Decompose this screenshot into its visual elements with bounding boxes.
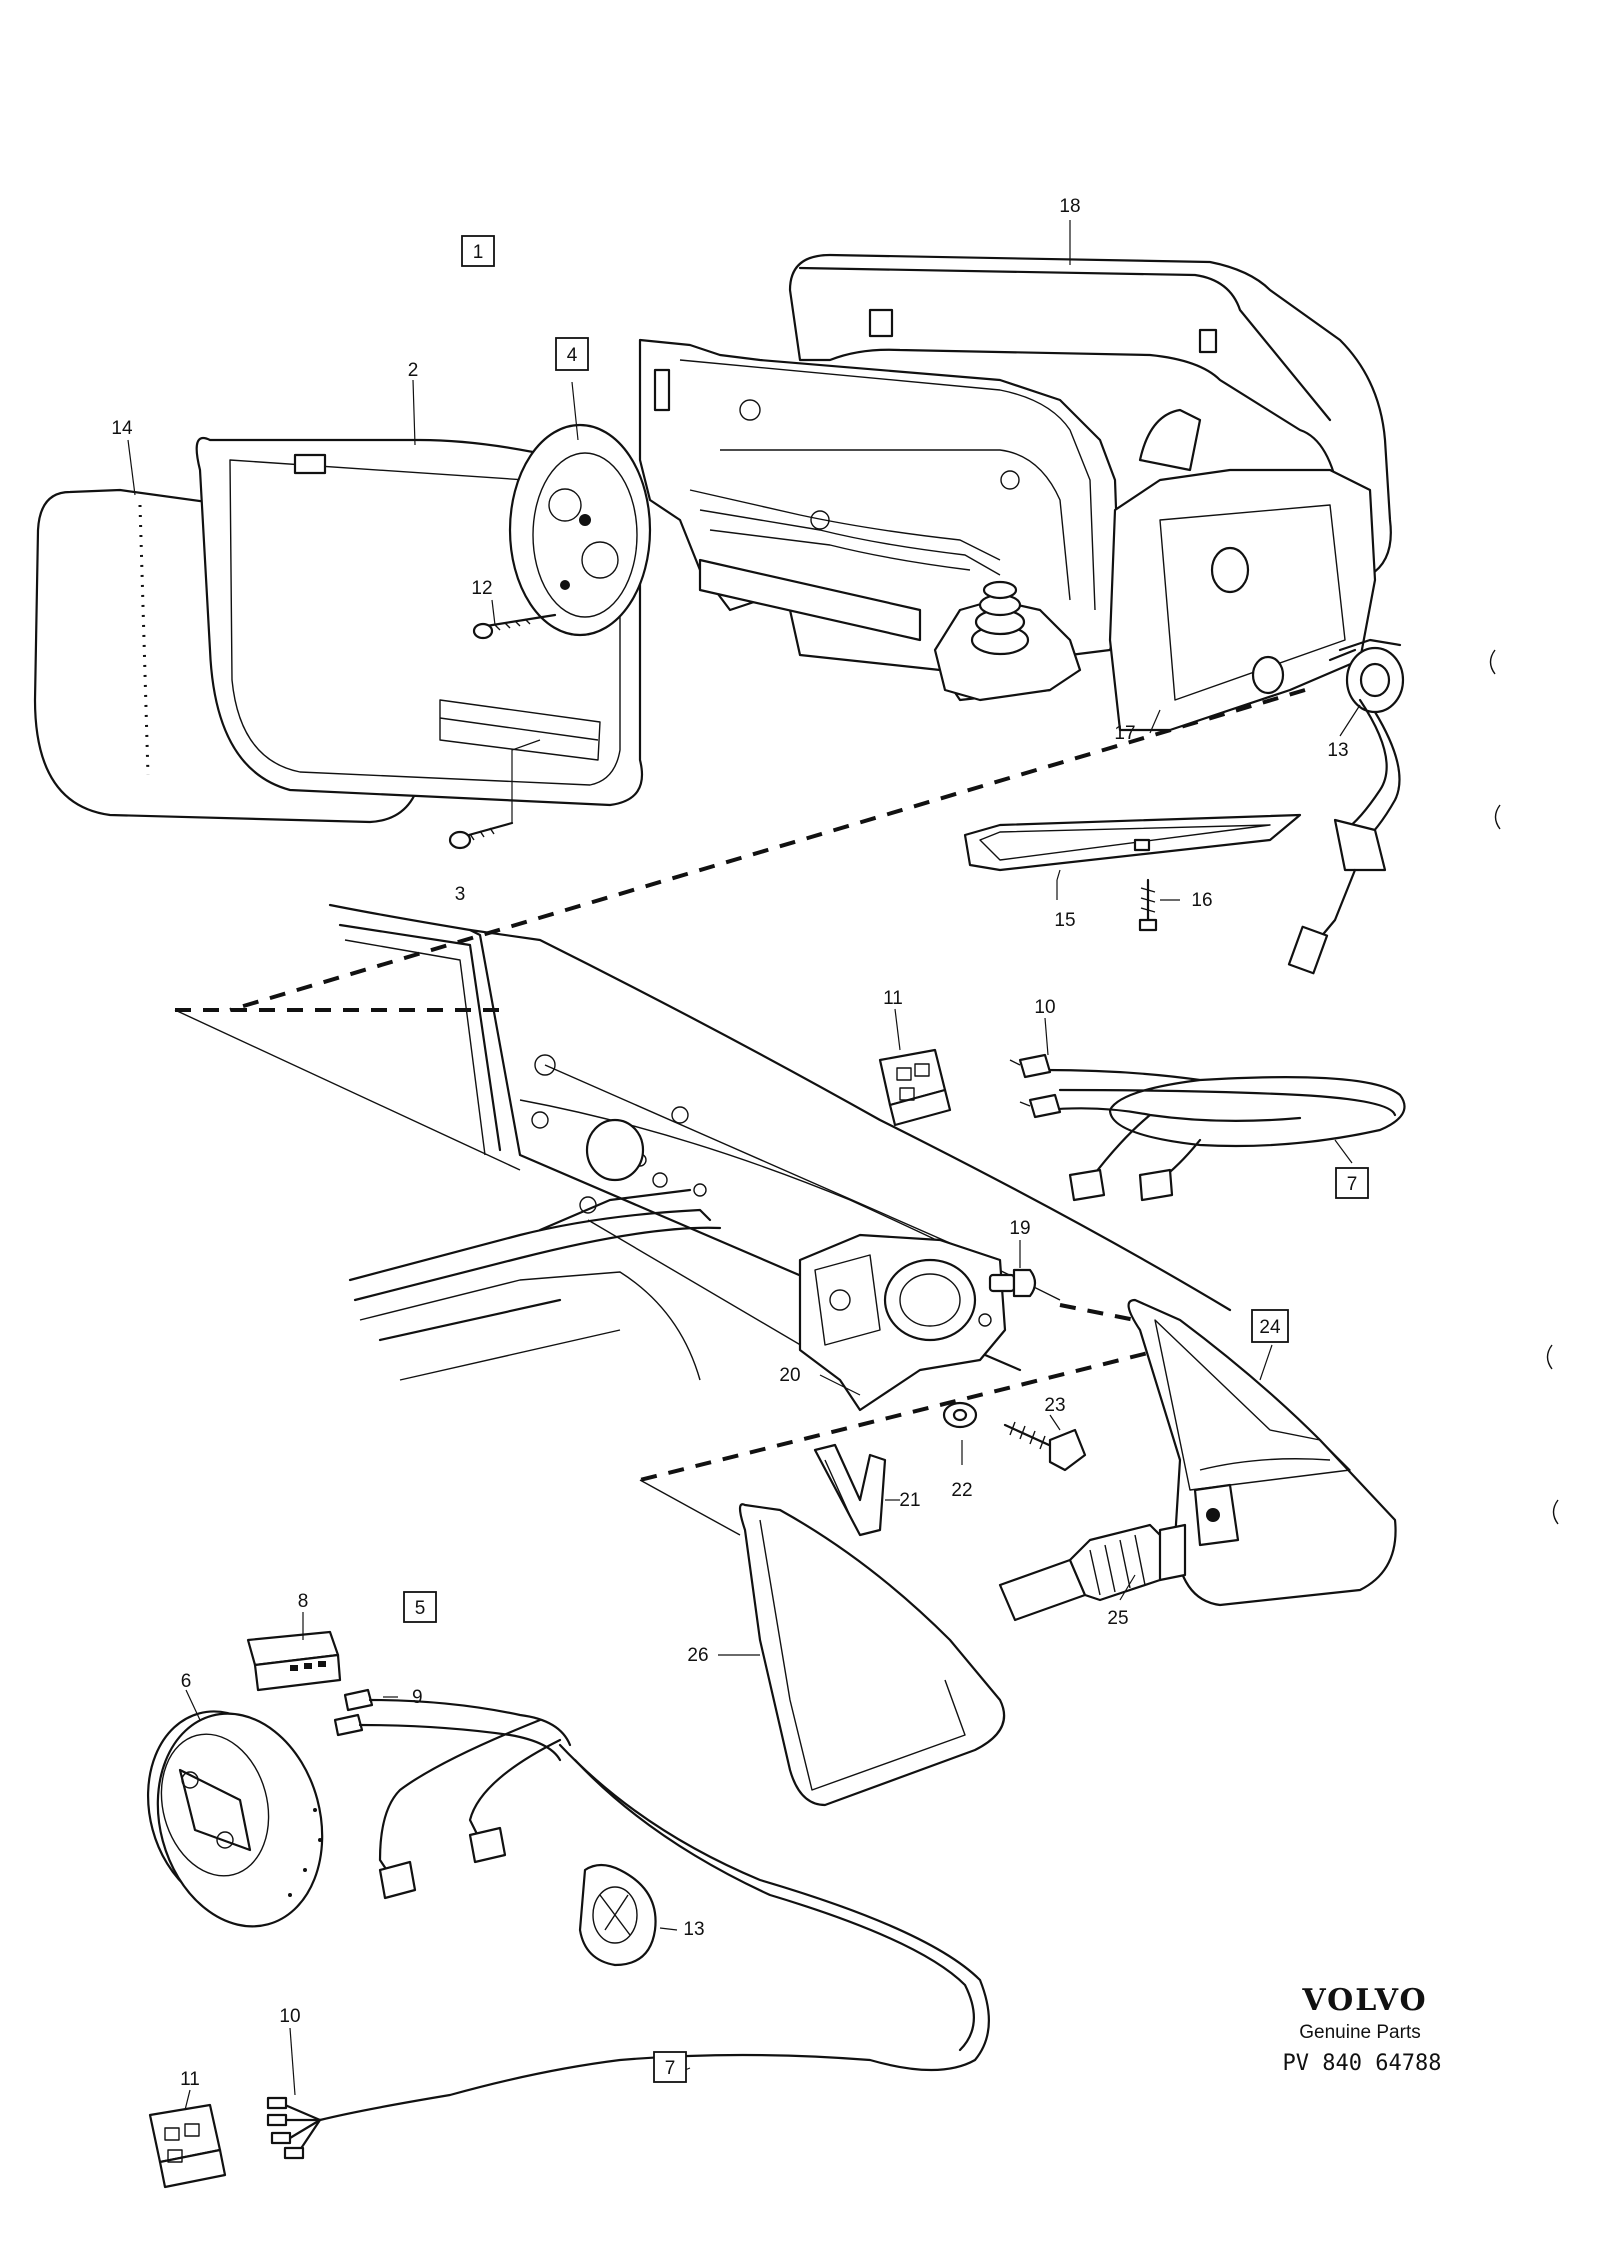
callout-25: 25 [1107,1608,1128,1629]
base-seal [963,813,1302,872]
screw-3 [448,739,541,850]
callout-19: 19 [1009,1218,1030,1239]
callout-3: 3 [455,884,466,905]
terminals-10-upper [1009,1053,1062,1119]
connector-11-lower [148,2103,227,2189]
assembly-lines [174,688,1306,1536]
leader-lines [127,220,1361,2111]
callout-10a: 10 [1034,997,1055,1018]
callout-4: 4 [567,345,578,366]
callout-box-4 [555,337,589,371]
callout-box-7b [653,2051,687,2083]
callout-9: 9 [412,1687,423,1708]
callout-box-5 [403,1591,437,1623]
callout-13a: 13 [1327,740,1348,761]
harness-7-upper [1043,1068,1406,1202]
harness-9 [318,1688,990,2122]
callout-8: 8 [298,1591,309,1612]
dash-line-lower [639,1338,1201,1482]
screw-16 [1138,878,1158,932]
brand-tagline: Genuine Parts [1299,2022,1420,2043]
callout-13b: 13 [683,1919,704,1940]
callout-box-24 [1251,1309,1289,1343]
callout-18: 18 [1059,196,1080,217]
callout-23: 23 [1044,1395,1065,1416]
callout-12: 12 [471,578,492,599]
grommet-13-lower [578,1863,657,1967]
brand-block: VOLVO Genuine Parts PV 840 64788 [1283,1983,1442,2076]
callout-7b: 7 [665,2058,676,2079]
bolt-23 [1003,1421,1087,1472]
grommet-harness-upper [1287,638,1405,975]
dash-line-upper [229,688,1306,1012]
connector-11-upper [878,1048,952,1127]
dash-line-bolt [1059,1303,1186,1332]
callout-10b: 10 [279,2006,300,2027]
mirror-housing-base [638,338,1122,702]
mirror-mount-plate [1108,408,1377,732]
callout-1: 1 [473,242,484,263]
callout-22: 22 [951,1480,972,1501]
callout-box-1 [461,235,495,267]
callout-17: 17 [1114,723,1135,744]
car-door [328,903,1232,1381]
callout-5: 5 [415,1598,426,1619]
switch-8 [246,1630,342,1692]
brand-logo: VOLVO [1301,1983,1427,2018]
drawing-code: PV 840 64788 [1283,2051,1442,2076]
callout-26: 26 [687,1645,708,1666]
screw-12 [472,613,557,640]
callout-6: 6 [181,1671,192,1692]
callout-20: 20 [779,1365,800,1386]
callout-11a: 11 [883,988,903,1009]
callout-15: 15 [1054,910,1075,931]
clip-21 [813,1443,887,1537]
inner-trim-26 [738,1503,1006,1807]
callout-box-7a [1335,1167,1369,1199]
callout-16: 16 [1191,890,1212,911]
washer-22 [942,1401,978,1429]
callout-21: 21 [899,1490,920,1511]
trim-guide-line [639,1479,741,1536]
callout-2: 2 [408,360,419,381]
motor-6 [146,1710,324,1928]
terminals-10-lower [266,2096,322,2160]
callout-7a: 7 [1347,1174,1358,1195]
callout-24: 24 [1259,1317,1281,1338]
callout-11b: 11 [180,2069,200,2090]
mirror-bracket [798,1233,1007,1412]
callout-labels: 1 2 3 4 5 6 7 7 8 9 10 10 11 11 12 13 13… [111,196,1369,2090]
mirror-motor [508,423,652,637]
callout-14: 14 [111,418,133,439]
margin-marks [1489,649,1559,1525]
mirror-cover [788,253,1392,582]
outer-trim-24 [1127,1298,1397,1607]
boot-25 [998,1523,1187,1622]
door-guide-line [174,1009,521,1171]
plug-19 [988,1268,1037,1298]
